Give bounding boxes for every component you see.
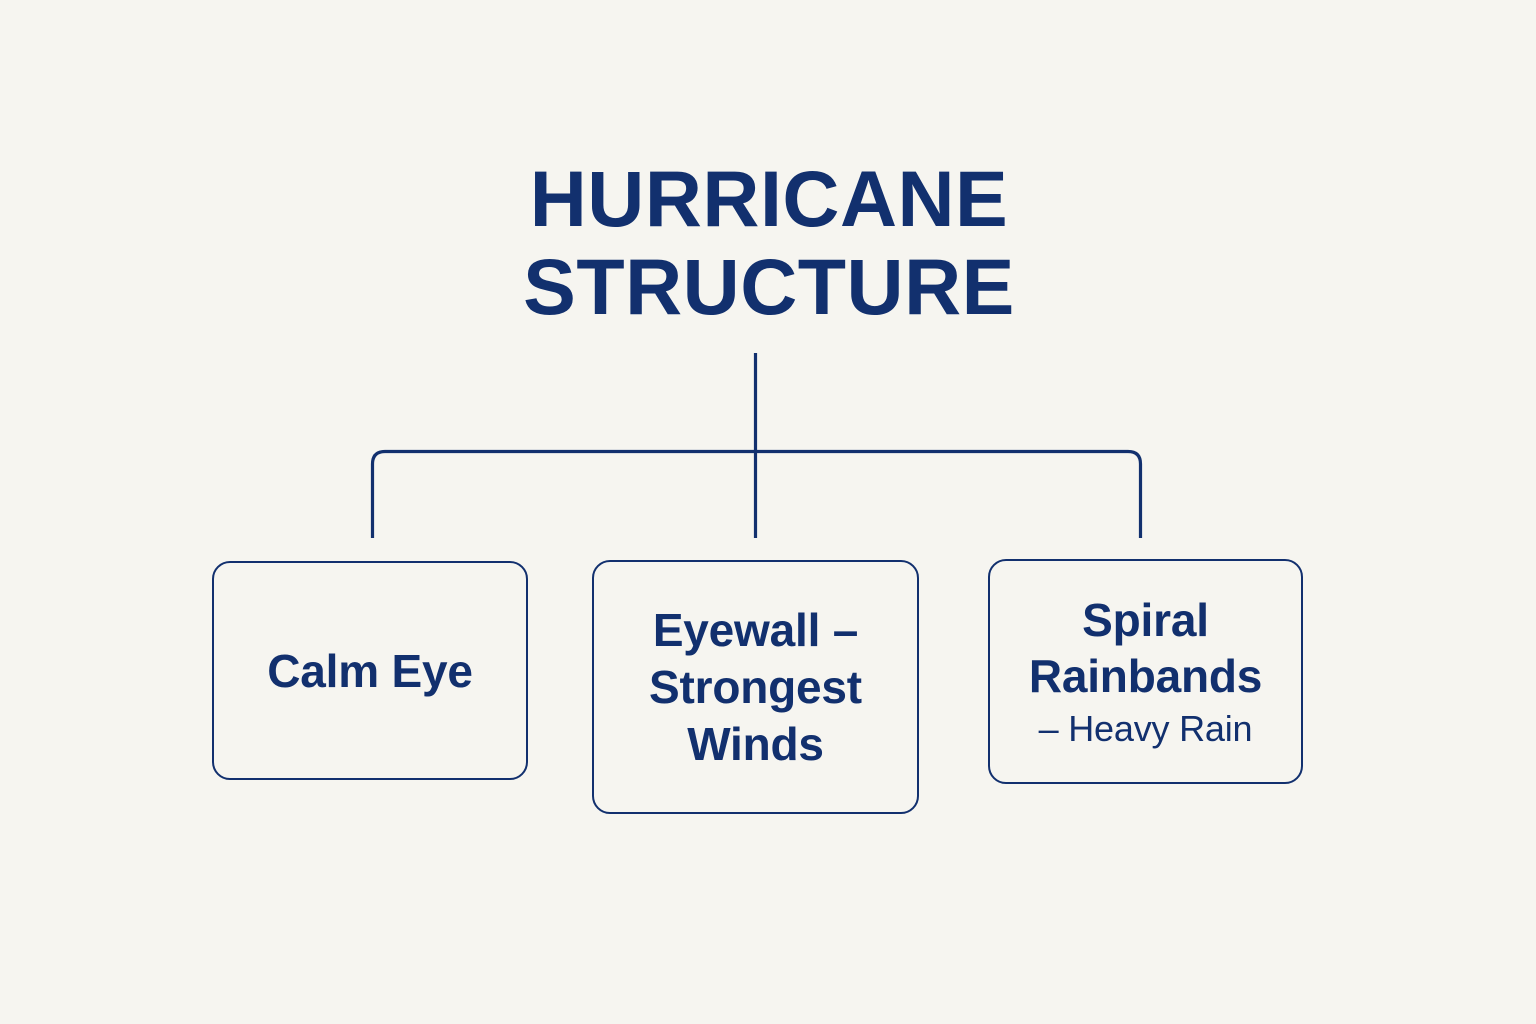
node-headline: Spiral Rainbands	[1028, 593, 1263, 702]
node-headline: Eyewall – Strongest Winds	[649, 603, 862, 770]
node-spiral-rainbands[interactable]: Spiral Rainbands – Heavy Rain	[988, 559, 1303, 784]
page-title: HURRICANE STRUCTURE	[523, 154, 1015, 331]
node-headline: Calm Eye	[267, 644, 473, 697]
node-subtext: – Heavy Rain	[1038, 707, 1253, 749]
connector-bus	[370, 449, 1143, 538]
node-eyewall[interactable]: Eyewall – Strongest Winds	[592, 560, 919, 814]
node-calm-eye[interactable]: Calm Eye	[212, 561, 528, 780]
